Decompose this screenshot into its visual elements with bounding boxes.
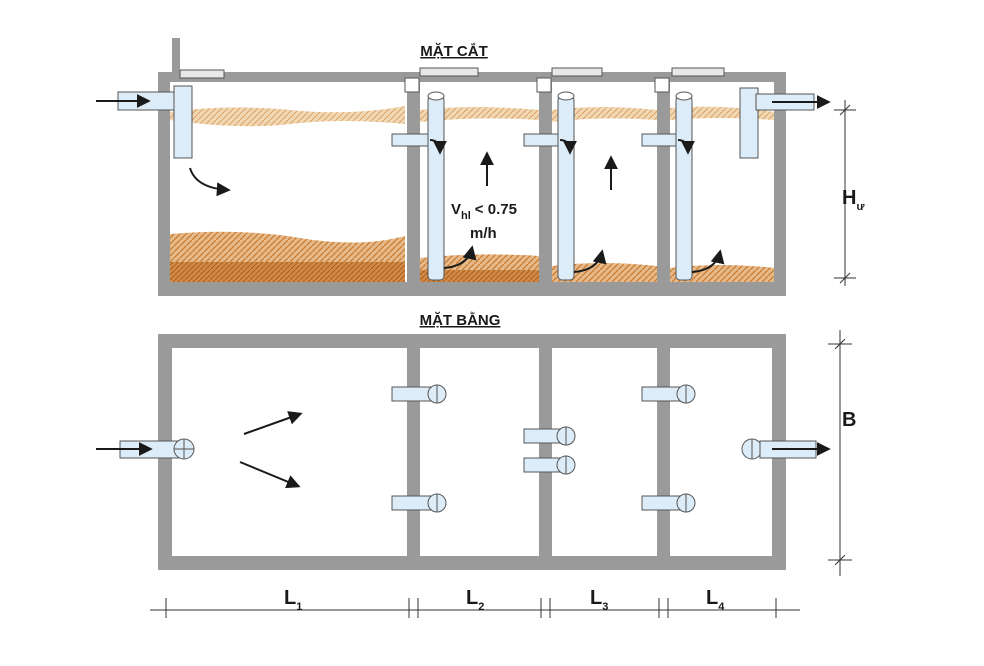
- width-dimension-slash-bottom: [834, 554, 846, 566]
- section-wall-right: [774, 72, 786, 296]
- section-outflow-arrow-1: [429, 139, 447, 155]
- velocity-label: Vhl < 0.75: [451, 201, 517, 222]
- section-partition-1: [407, 82, 420, 282]
- sludge-chamber-3: [552, 263, 657, 282]
- velocity-subscript: hl: [461, 210, 471, 222]
- section-title: MẶT CẮT: [420, 42, 488, 60]
- length-label-4: L4: [706, 587, 725, 613]
- section-inlet-tee: [173, 85, 193, 159]
- manhole-lid-4: [671, 67, 725, 77]
- velocity-prefix: V: [451, 201, 461, 218]
- length-label-3: L3: [590, 587, 608, 613]
- partition-vent-1: [404, 77, 420, 93]
- velocity-unit: m/h: [470, 225, 497, 242]
- length-label-4-main: L: [706, 587, 718, 609]
- section-outflow-arrow-2: [559, 139, 577, 155]
- scum-layer-chamber-1: [170, 106, 405, 127]
- partition-vent-3: [654, 77, 670, 93]
- height-label: Hư: [842, 187, 864, 213]
- plan-view: [96, 330, 852, 618]
- width-dimension-slash-top: [834, 338, 846, 350]
- partition-vent-2: [536, 77, 552, 93]
- length-label-1-main: L: [284, 587, 296, 609]
- plan-partition-1: [407, 348, 420, 556]
- section-downpipe-3: [675, 95, 693, 281]
- section-partition-3: [657, 82, 670, 282]
- section-view: [96, 38, 856, 296]
- downpipe-2-top: [557, 91, 575, 101]
- section-downpipe-1: [427, 95, 445, 281]
- plan-flow-arrow-up: [243, 411, 303, 435]
- length-label-3-sub: 3: [602, 601, 608, 613]
- scum-layer-chamber-3: [552, 107, 657, 122]
- height-dimension-slash-bottom: [839, 272, 851, 284]
- sludge-chamber-4: [670, 265, 774, 282]
- downpipe-1-top: [427, 91, 445, 101]
- height-dimension-slash-top: [839, 104, 851, 116]
- section-partition-2: [539, 82, 552, 282]
- length-label-2-sub: 2: [478, 601, 484, 613]
- length-label-1: L1: [284, 587, 302, 613]
- section-upflow-arrow-3: [691, 249, 725, 273]
- vent-pipe: [172, 38, 180, 74]
- sludge-dense-chamber-1: [170, 262, 405, 282]
- height-label-subscript: ư: [856, 201, 864, 213]
- section-downpipe-2: [557, 95, 575, 281]
- length-label-3-main: L: [590, 587, 602, 609]
- section-wall-bottom: [158, 282, 786, 296]
- section-transfer-pipe-3: [641, 133, 681, 147]
- length-label-4-sub: 4: [718, 601, 725, 613]
- velocity-relation: < 0.75: [475, 201, 517, 218]
- manhole-lid-3: [551, 67, 603, 77]
- manhole-lid-1: [179, 69, 225, 79]
- plan-wall-bottom: [158, 556, 786, 570]
- section-outlet-tee: [739, 87, 759, 159]
- length-label-1-sub: 1: [296, 601, 302, 613]
- plan-partition-2: [539, 348, 552, 556]
- section-upflow-arrow-2: [573, 249, 607, 273]
- sludge-light-chamber-1: [170, 231, 405, 262]
- section-transfer-pipe-2: [523, 133, 563, 147]
- section-flow-arrow-1: [189, 167, 231, 197]
- downpipe-3-top: [675, 91, 693, 101]
- sludge-dense-chamber-2: [420, 270, 539, 282]
- section-outflow-arrow-3: [677, 139, 695, 155]
- width-label: B: [842, 409, 856, 431]
- length-label-2-main: L: [466, 587, 478, 609]
- plan-flow-arrow-down: [239, 461, 301, 489]
- length-label-2: L2: [466, 587, 484, 613]
- section-wall-top: [158, 72, 786, 82]
- section-transfer-pipe-1: [391, 133, 431, 147]
- scum-layer-chamber-2: [420, 107, 539, 122]
- manhole-lid-2: [419, 67, 479, 77]
- plan-wall-top: [158, 334, 786, 348]
- section-upflow-arrow-1: [443, 245, 477, 269]
- plan-partition-3: [657, 348, 670, 556]
- plan-title: MẶT BẰNG: [420, 311, 501, 329]
- height-label-main: H: [842, 187, 856, 209]
- section-wall-left: [158, 72, 170, 296]
